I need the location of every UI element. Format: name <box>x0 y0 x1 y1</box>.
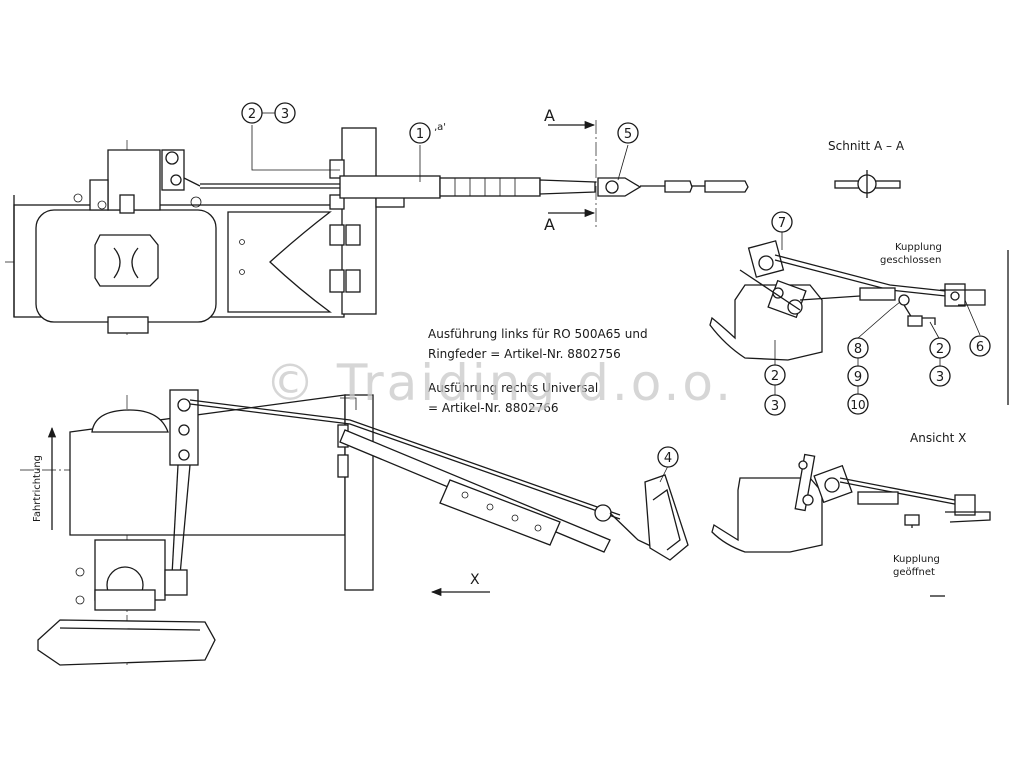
callout-label-9: 9 <box>854 370 862 385</box>
note-right-line1: Ausführung rechts Universal <box>428 381 598 395</box>
open-label-line1: Kupplung <box>893 554 940 565</box>
callout-label-3-closed: 3 <box>771 399 779 414</box>
note-right-line2: = Artikel-Nr. 8802766 <box>428 401 559 415</box>
callout-label-6: 6 <box>976 340 984 355</box>
view-x-arrow-label: X <box>470 572 480 588</box>
callout-label-2-side: 2 <box>936 342 944 357</box>
callout-label-4: 4 <box>664 451 672 466</box>
note-left-line2: Ringfeder = Artikel-Nr. 8802756 <box>428 347 621 361</box>
open-label-line2: geöffnet <box>893 567 935 578</box>
callout-label-2-closed: 2 <box>771 369 779 384</box>
callout-2-3: 2 3 <box>241 102 296 124</box>
top-view: A A <box>5 106 749 335</box>
side-view: Fahrtrichtung <box>20 389 689 666</box>
callout-label-8: 8 <box>854 342 862 357</box>
view-x: Ansicht X Kupplung geöffnet <box>711 431 991 597</box>
view-x-title: Ansicht X <box>910 431 966 445</box>
direction-label: Fahrtrichtung <box>32 455 43 522</box>
callout-label-10: 10 <box>850 398 865 412</box>
section-cut-letter-top: A <box>544 106 555 125</box>
section-title: Schnitt A – A <box>828 139 905 153</box>
callout-label-5: 5 <box>624 127 632 142</box>
closed-label-line1: Kupplung <box>895 242 942 253</box>
notes: Ausführung links für RO 500A65 und Ringf… <box>428 327 648 415</box>
section-cut-letter-bottom: A <box>544 215 555 234</box>
callout-1: 1 ‚a' <box>409 122 446 144</box>
closed-label-line2: geschlossen <box>880 255 941 266</box>
callout-label-1: 1 <box>416 127 424 142</box>
callout-label-7: 7 <box>778 216 786 231</box>
callout-note-a: ‚a' <box>434 122 446 133</box>
callout-label-3-side: 3 <box>936 370 944 385</box>
callout-label-3: 3 <box>281 107 289 122</box>
callout-5: 5 <box>617 122 639 144</box>
note-left-line1: Ausführung links für RO 500A65 und <box>428 327 648 341</box>
callouts-closed: 7 2 3 8 9 10 2 3 6 <box>764 211 991 416</box>
section-a-a: Schnitt A – A <box>828 139 905 198</box>
callout-label-2: 2 <box>248 107 256 122</box>
watermark: © Traiding d.o.o. <box>265 354 734 412</box>
callout-4: 4 <box>657 446 679 468</box>
detail-closed: Kupplung geschlossen <box>709 232 1009 405</box>
